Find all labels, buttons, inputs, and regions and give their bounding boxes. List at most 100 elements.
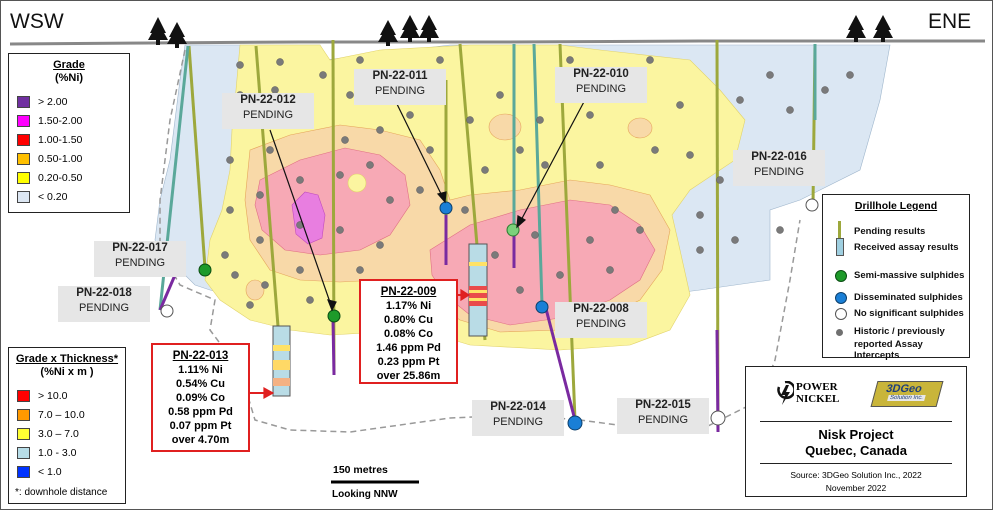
result-box: PN-22-013 1.11% Ni 0.54% Cu 0.09% Co 0.5…	[151, 343, 250, 452]
result-line: 0.09% Co	[176, 392, 225, 404]
direction-east: ENE	[928, 10, 972, 33]
swatch	[17, 409, 30, 421]
grade-legend-title: Grade	[53, 59, 85, 71]
result-line: 0.54% Cu	[176, 378, 225, 390]
result-hole-id: PN-22-013	[172, 350, 229, 362]
grade-island	[245, 279, 265, 301]
no-sulphide-marker	[710, 410, 726, 426]
hole-status: PENDING	[575, 83, 627, 95]
grade-legend: Grade (%Ni) > 2.00 1.50-2.00 1.00-1.50 0…	[8, 53, 130, 213]
drillhole-legend-row: Historic / previously	[833, 325, 945, 337]
grade-island	[488, 113, 522, 141]
hole-status: PENDING	[492, 416, 544, 428]
title-divider	[760, 463, 952, 464]
received-trace-icon	[833, 238, 847, 256]
result-line: 0.23 ppm Pt	[377, 356, 440, 368]
source-note: Source: 3DGeo Solution Inc., 2022	[790, 470, 922, 480]
result-hole-id: PN-22-009	[380, 286, 437, 298]
grade-legend-label: < 0.20	[38, 191, 68, 203]
grade-zone-1-50-2-00	[291, 191, 326, 245]
drillhole-trace	[331, 319, 336, 376]
callout-arrows	[250, 97, 587, 400]
swatch	[17, 191, 30, 203]
drillhole-legend-row: Received assay results	[833, 238, 959, 256]
power-nickel-icon	[777, 381, 794, 405]
grade-legend-row: < 0.20	[17, 191, 68, 203]
grade-island	[347, 173, 367, 193]
gt-legend-row: < 1.0	[17, 466, 62, 478]
hole-id: PN-22-016	[751, 151, 807, 163]
drillhole-trace	[187, 45, 207, 269]
drillhole-trace	[558, 43, 577, 421]
semi-massive-marker	[198, 263, 212, 277]
hole-id: PN-22-011	[372, 70, 428, 82]
drillhole-legend-label: Pending results	[854, 225, 926, 237]
result-line: 0.08% Co	[384, 328, 433, 340]
swatch	[17, 428, 30, 440]
swatch	[17, 153, 30, 165]
hole-status: PENDING	[637, 414, 689, 426]
hole-id: PN-22-014	[490, 401, 546, 413]
result-line: 0.58 ppm Pd	[168, 406, 233, 418]
gt-legend-row: > 10.0	[17, 390, 68, 402]
gt-legend-label: < 1.0	[38, 466, 62, 478]
project-location: Quebec, Canada	[805, 443, 907, 458]
logo-text-line1: POWER	[796, 381, 838, 393]
drillhole-legend-label: No significant sulphides	[854, 307, 964, 319]
drillhole-legend-label: Received assay results	[854, 241, 959, 253]
drillhole-trace	[543, 304, 577, 421]
pending-trace-icon	[833, 221, 847, 239]
hole-status: PENDING	[78, 302, 130, 314]
hole-id: PN-22-017	[112, 242, 168, 254]
tree-icon	[148, 15, 893, 48]
swatch	[17, 466, 30, 478]
drillhole-legend-row: No significant sulphides	[833, 307, 964, 320]
hole-id: PN-22-008	[573, 303, 629, 315]
gt-legend-label: > 10.0	[38, 390, 68, 402]
drillhole-legend-label: Semi-massive sulphides	[854, 269, 965, 281]
3dgeo-logo: 3DGeo Solution Inc.	[870, 381, 944, 407]
grade-legend-row: > 2.00	[17, 96, 68, 108]
gt-legend: Grade x Thickness* (%Ni x m ) > 10.0 7.0…	[8, 347, 126, 504]
result-line: over 4.70m	[171, 434, 230, 446]
grade-island	[627, 117, 653, 139]
drillhole-legend-row: Semi-massive sulphides	[833, 269, 965, 282]
no-sulphide-icon	[833, 307, 847, 320]
drillhole-trace	[158, 274, 177, 311]
drillhole-legend-row: Pending results	[833, 221, 926, 239]
swatch	[17, 134, 30, 146]
assay-cylinder	[272, 325, 291, 397]
hole-status: PENDING	[242, 109, 294, 121]
grade-legend-label: 0.50-1.00	[38, 153, 83, 165]
gt-legend-row: 1.0 - 3.0	[17, 447, 77, 459]
hole-id: PN-22-015	[635, 399, 691, 411]
drillhole-legend-label: Historic / previously	[854, 325, 945, 337]
gt-legend-row: 7.0 – 10.0	[17, 409, 85, 421]
assay-cylinder	[468, 243, 488, 337]
grade-legend-label: 0.20-0.50	[38, 172, 83, 184]
drillhole-legend-row: Disseminated sulphides	[833, 291, 963, 304]
disseminated-marker	[535, 300, 549, 314]
hole-status: PENDING	[114, 257, 166, 269]
result-line: 1.11% Ni	[178, 364, 223, 376]
hole-status: PENDING	[575, 318, 627, 330]
gt-legend-row: 3.0 – 7.0	[17, 428, 79, 440]
drillhole-legend-label: Disseminated sulphides	[854, 291, 963, 303]
grade-legend-label: 1.50-2.00	[38, 115, 83, 127]
disseminated-icon	[833, 291, 847, 304]
grade-legend-row: 0.50-1.00	[17, 153, 82, 165]
disseminated-marker	[439, 201, 453, 215]
drillhole-legend-row: reported Assay Intercepts	[854, 339, 969, 361]
swatch	[17, 115, 30, 127]
result-line: over 25.86m	[376, 370, 441, 382]
